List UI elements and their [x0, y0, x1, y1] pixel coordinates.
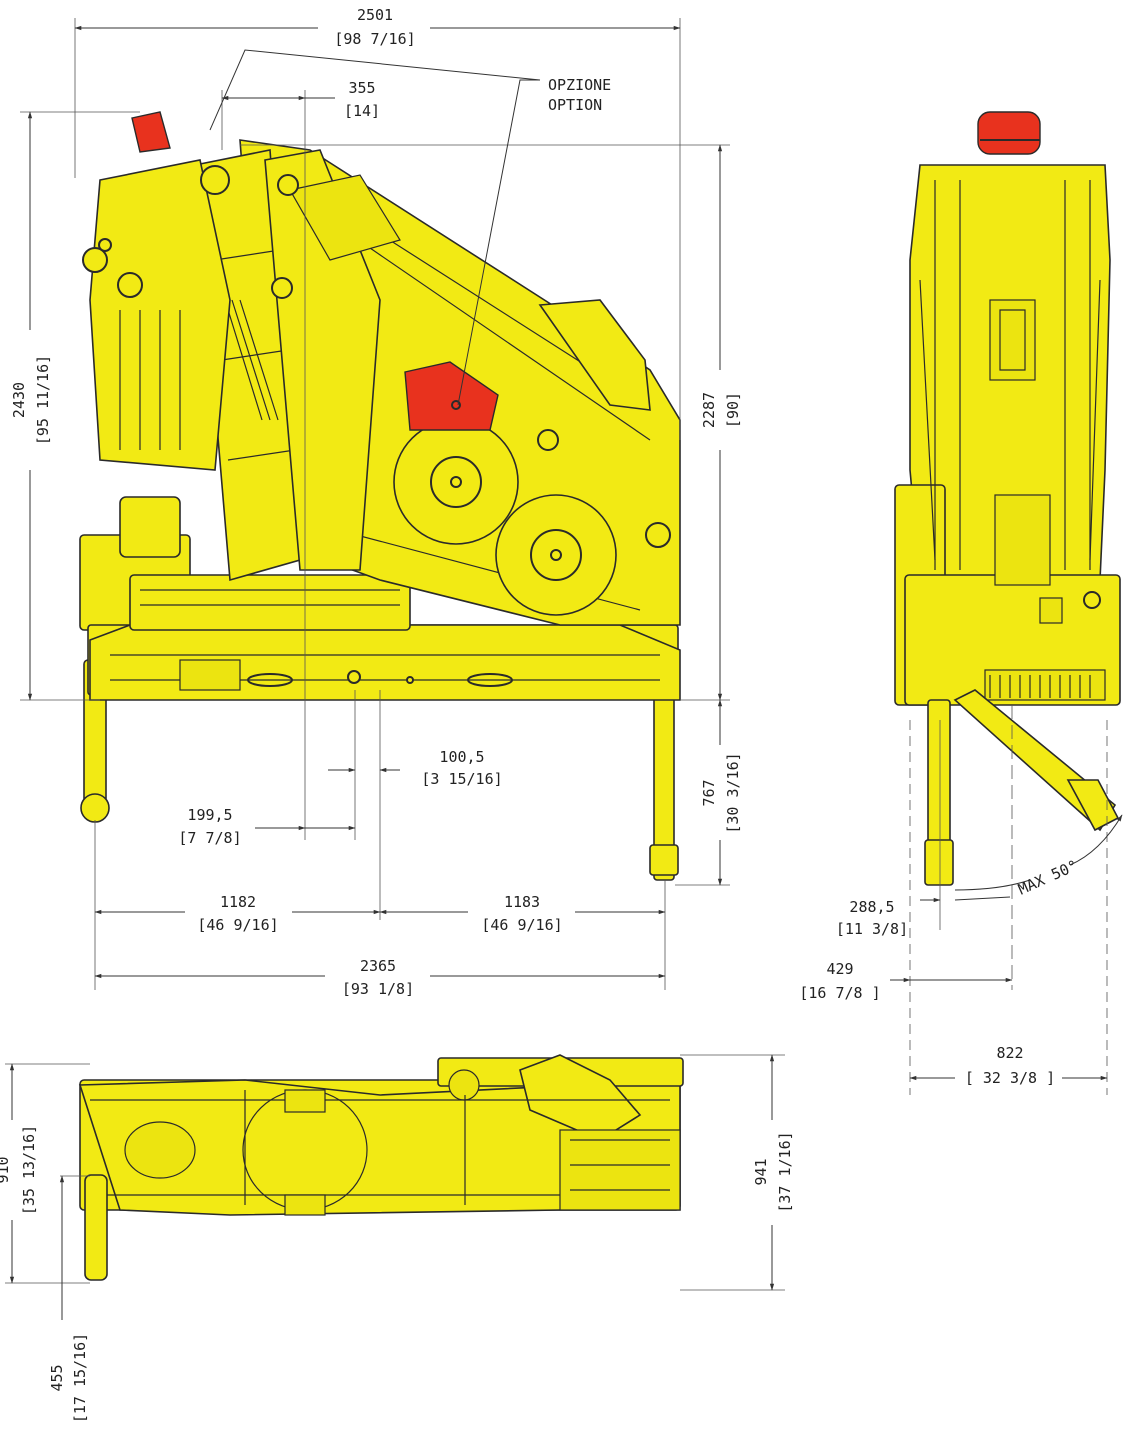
dim-leg-extension-mm: 767 [700, 779, 718, 806]
dim-front-width-in: [ 32 3/8 ] [965, 1069, 1055, 1087]
dim-base-width-mm: 2365 [360, 957, 396, 975]
dim-body-height-in: [90] [724, 392, 742, 428]
front-view-dimensions: MAX 50° 288,5 [11 3/8] 429 [16 7/8 ] 822… [799, 705, 1123, 1095]
dim-top-width-in: [35 13/16] [20, 1125, 38, 1215]
dim-option-offset-in: [14] [344, 102, 380, 120]
dim-right-half-mm: 1183 [504, 893, 540, 911]
top-view-crane [78, 1054, 684, 1281]
dim-front-center-offset-mm: 429 [826, 960, 853, 978]
dim-option-offset-mm: 355 [348, 79, 375, 97]
dim-overall-length-mm: 2501 [357, 6, 393, 24]
dim-left-half-mm: 1182 [220, 893, 256, 911]
option-label-it: OPZIONE [548, 76, 611, 94]
dim-top-leg-offset-mm: 455 [48, 1364, 66, 1391]
dim-column-offset-a-in: [3 15/16] [421, 770, 502, 788]
dim-body-height-mm: 2287 [700, 392, 718, 428]
dim-front-leg-offset-in: [11 3/8] [836, 920, 908, 938]
side-view-crane [79, 111, 681, 881]
dim-overall-length-in: [98 7/16] [334, 30, 415, 48]
option-head-red-front [977, 111, 1041, 155]
top-view-dimensions: 910 [35 13/16] 455 [17 15/16] 941 [37 1/… [0, 1054, 794, 1423]
dim-right-half-in: [46 9/16] [481, 916, 562, 934]
dim-base-width-in: [93 1/8] [342, 980, 414, 998]
option-winch-red [404, 361, 499, 431]
dim-column-offset-b-mm: 199,5 [187, 806, 232, 824]
option-head-red [131, 111, 171, 153]
dim-left-half-in: [46 9/16] [197, 916, 278, 934]
dim-front-width-mm: 822 [996, 1044, 1023, 1062]
angle-max-label: MAX 50° [1015, 856, 1080, 898]
dim-top-overall-width-in: [37 1/16] [776, 1131, 794, 1212]
dim-top-overall-width-mm: 941 [752, 1158, 770, 1185]
dim-top-width-mm: 910 [0, 1156, 12, 1183]
dim-front-center-offset-in: [16 7/8 ] [799, 984, 880, 1002]
dim-front-leg-offset-mm: 288,5 [849, 898, 894, 916]
dim-overall-height-in: [95 11/16] [34, 355, 52, 445]
dim-overall-height-mm: 2430 [10, 382, 28, 418]
dim-top-leg-offset-in: [17 15/16] [71, 1333, 89, 1423]
dim-column-offset-a-mm: 100,5 [439, 748, 484, 766]
dim-leg-extension-in: [30 3/16] [724, 752, 742, 833]
side-view-dimensions: 2501 [98 7/16] 355 [14] OPZIONE OPTION 2… [10, 6, 742, 998]
option-label-en: OPTION [548, 96, 602, 114]
front-view-crane [894, 111, 1121, 886]
dim-column-offset-b-in: [7 7/8] [178, 829, 241, 847]
